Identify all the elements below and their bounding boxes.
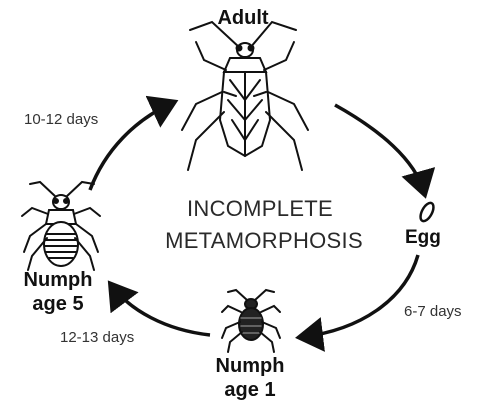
stage-label-adult: Adult	[208, 8, 278, 28]
arrow-nymph1-to-nymph5	[112, 286, 210, 335]
duration-egg-to-nymph1: 6-7 days	[404, 304, 462, 319]
duration-nymph1-to-nymph5: 12-13 days	[60, 330, 134, 345]
stage-label-nymph1-line2: age 1	[204, 380, 296, 400]
nymph-age1-icon	[222, 290, 280, 352]
stage-label-nymph5-line2: age 5	[14, 294, 102, 314]
duration-nymph5-to-adult: 10-12 days	[24, 112, 98, 127]
arrow-nymph5-to-adult	[90, 103, 172, 190]
title-line-2: METAMORPHOSIS	[154, 230, 374, 252]
title-line-1: INCOMPLETE	[172, 198, 348, 220]
stage-label-egg: Egg	[405, 228, 441, 247]
nymph-age5-icon	[22, 182, 100, 270]
arrow-egg-to-nymph1	[302, 255, 418, 337]
egg-icon	[418, 201, 436, 223]
stage-label-nymph1-line1: Numph	[204, 356, 296, 376]
adult-bug-icon	[182, 22, 308, 170]
stage-label-nymph5-line1: Numph	[14, 270, 102, 290]
arrow-adult-to-egg	[335, 105, 424, 192]
